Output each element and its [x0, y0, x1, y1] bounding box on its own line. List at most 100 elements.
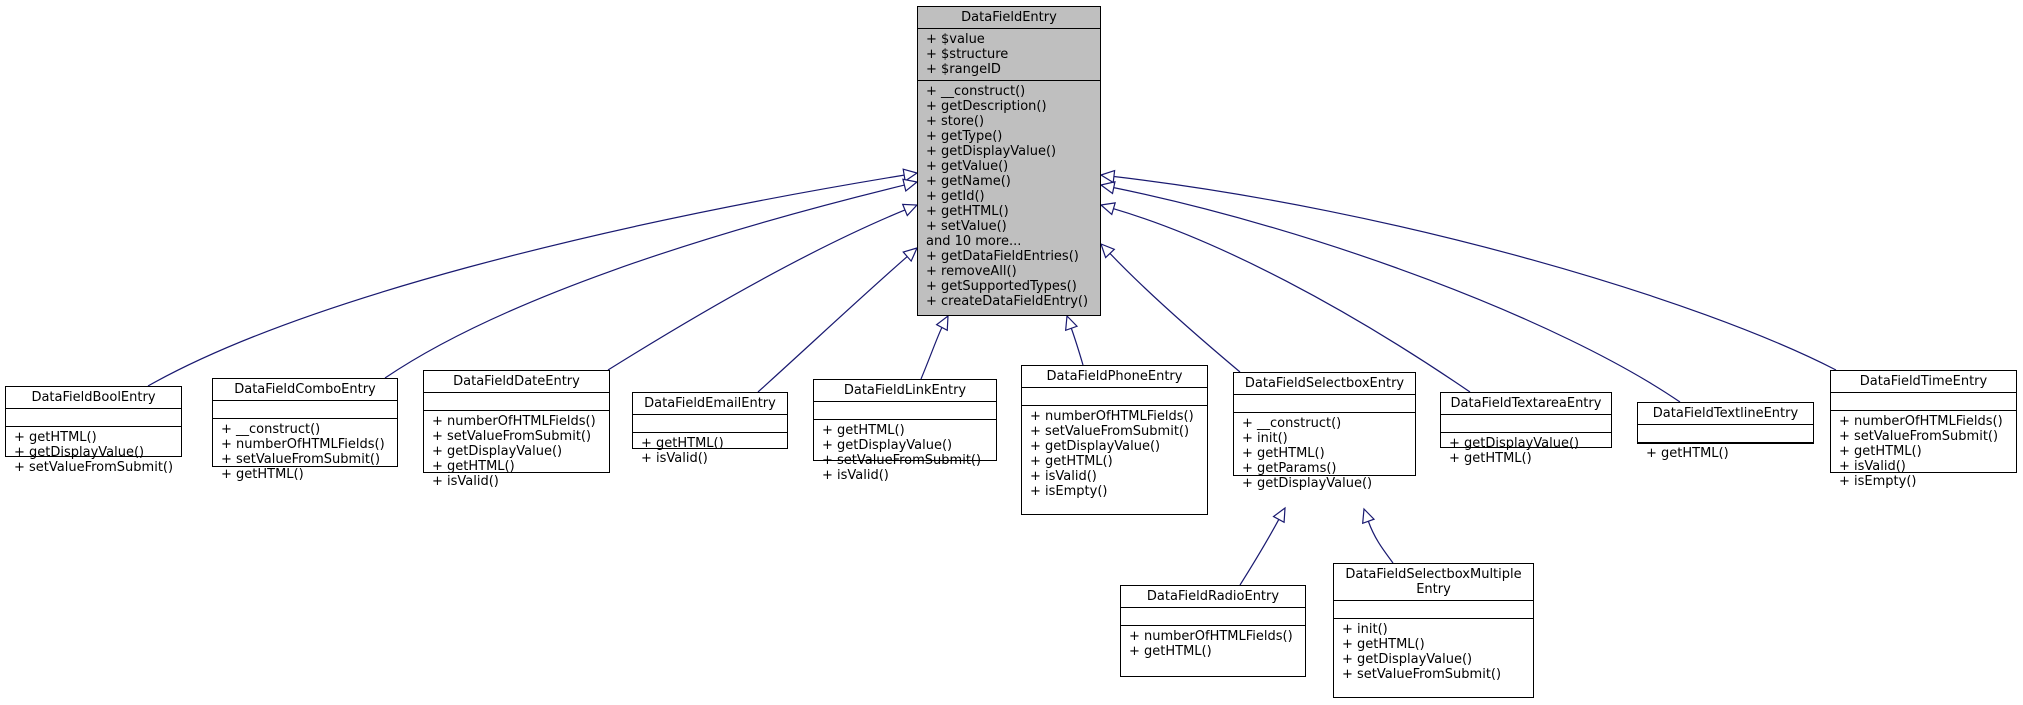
operation: + __construct() [221, 422, 321, 437]
class-name: DataFieldTextlineEntry [1638, 403, 1813, 425]
class-box-bool[interactable]: DataFieldBoolEntry+ getHTML()+ getDispla… [5, 386, 182, 475]
class-box-email[interactable]: DataFieldEmailEntry + getHTML()+ isValid(… [632, 392, 788, 466]
operation: + getHTML() [926, 204, 1009, 219]
inheritance-arrowhead-textline [1099, 180, 1116, 195]
class-operations: + getDisplayValue()+ getHTML() [1441, 433, 1611, 469]
class-box-textline[interactable]: DataFieldTextlineEntry + getHTML() [1637, 402, 1814, 461]
class-box-multi[interactable]: DataFieldSelectboxMultiple Entry + init()… [1333, 563, 1534, 698]
operation: + init() [1242, 431, 1288, 446]
inheritance-arrowhead-selectbox [1100, 242, 1116, 259]
operation: + getSupportedTypes() [926, 279, 1077, 294]
attribute: + $structure [926, 47, 1009, 62]
operation: + getDisplayValue() [926, 144, 1057, 159]
operation: + numberOfHTMLFields() [221, 437, 385, 452]
class-box-selectbox[interactable]: DataFieldSelectboxEntry+ __construct()+ … [1233, 372, 1416, 491]
operation: + setValueFromSubmit() [1030, 424, 1190, 439]
inheritance-edge-textline [1113, 187, 1681, 403]
inheritance-arrowhead-email [902, 247, 919, 263]
operation: + getDescription() [926, 99, 1047, 114]
inheritance-edge-multi [1367, 521, 1394, 564]
class-attributes [1022, 388, 1207, 406]
class-attributes [814, 402, 996, 420]
operation: + isValid() [1839, 459, 1906, 474]
class-attributes [213, 401, 397, 419]
operation: + getHTML() [1839, 444, 1922, 459]
class-name: DataFieldTextareaEntry [1441, 393, 1611, 415]
class-operations: + numberOfHTMLFields()+ setValueFromSubm… [1022, 406, 1207, 502]
inheritance-edge-email [757, 256, 908, 393]
class-operations: + __construct()+ numberOfHTMLFields()+ s… [213, 419, 397, 485]
operation: + init() [1342, 622, 1388, 637]
operation: + isEmpty() [1030, 484, 1108, 499]
class-box-textarea[interactable]: DataFieldTextareaEntry + getDisplayValue(… [1440, 392, 1612, 466]
class-name: DataFieldLinkEntry [814, 380, 996, 402]
operation: + getHTML() [641, 436, 724, 451]
class-attributes [424, 393, 609, 411]
class-box-date[interactable]: DataFieldDateEntry+ numberOfHTMLFields()… [423, 370, 610, 489]
inheritance-arrowhead-phone [1064, 314, 1079, 332]
operation: + getHTML() [822, 423, 905, 438]
operation: + isValid() [822, 468, 889, 483]
operation: + getHTML() [14, 430, 97, 445]
operation: + getHTML() [1129, 644, 1212, 659]
operation: + __construct() [1242, 416, 1342, 431]
operation: + setValueFromSubmit() [822, 453, 982, 468]
inheritance-edge-link [920, 327, 943, 380]
class-name: DataFieldEmailEntry [633, 393, 787, 415]
class-name: DataFieldSelectboxMultiple Entry [1334, 564, 1533, 601]
operation: + getDisplayValue() [1030, 439, 1161, 454]
class-box-link[interactable]: DataFieldLinkEntry + getHTML()+ getDispla… [813, 379, 997, 483]
class-attributes [1638, 425, 1813, 443]
operation: + getDisplayValue() [822, 438, 953, 453]
operation: + isValid() [1030, 469, 1097, 484]
class-operations: + getHTML()+ getDisplayValue()+ setValue… [814, 420, 996, 486]
operation: + getDataFieldEntries() [926, 249, 1079, 264]
class-name: DataFieldComboEntry [213, 379, 397, 401]
class-name: DataFieldSelectboxEntry [1234, 373, 1415, 395]
class-box-time[interactable]: DataFieldTimeEntry+ numberOfHTMLFields()… [1830, 370, 2017, 489]
operation: + setValueFromSubmit() [1839, 429, 1999, 444]
operation: + getHTML() [1242, 446, 1325, 461]
inheritance-edge-time [1113, 175, 1837, 371]
class-attributes [1234, 395, 1415, 413]
operation: and 10 more... [926, 234, 1022, 249]
inheritance-edge-radio [1239, 519, 1280, 586]
operation: + getType() [926, 129, 1003, 144]
operation: + isValid() [432, 474, 499, 489]
operation: + getId() [926, 189, 985, 204]
operation: + createDataFieldEntry() [926, 294, 1089, 309]
class-operations: + numberOfHTMLFields()+ getHTML() [1121, 626, 1305, 662]
operation: + getHTML() [1646, 446, 1729, 461]
class-operations: + __construct()+ getDescription()+ store… [918, 81, 1100, 312]
class-box-phone[interactable]: DataFieldPhoneEntry+ numberOfHTMLFields(… [1021, 365, 1208, 515]
class-box-base[interactable]: DataFieldEntry+ $value+ $structure+ $ran… [917, 6, 1101, 316]
class-attributes: + $value+ $structure+ $rangeID [918, 29, 1100, 81]
operation: + getHTML() [221, 467, 304, 482]
class-attributes [1441, 415, 1611, 433]
class-operations: + __construct()+ init()+ getHTML()+ getP… [1234, 413, 1415, 494]
operation: + getName() [926, 174, 1011, 189]
operation: + numberOfHTMLFields() [1839, 414, 2003, 429]
inheritance-arrowhead-multi [1362, 507, 1376, 525]
operation: + isEmpty() [1839, 474, 1917, 489]
class-name: DataFieldRadioEntry [1121, 586, 1305, 608]
operation: + getHTML() [1030, 454, 1113, 469]
operation: + removeAll() [926, 264, 1017, 279]
inheritance-arrowhead-link [935, 314, 949, 332]
class-operations: + numberOfHTMLFields()+ setValueFromSubm… [1831, 411, 2016, 492]
class-box-radio[interactable]: DataFieldRadioEntry + numberOfHTMLFields(… [1120, 585, 1306, 677]
inheritance-arrowhead-textarea [1099, 202, 1117, 216]
operation: + getValue() [926, 159, 1009, 174]
inheritance-arrowhead-combo [902, 178, 919, 192]
inheritance-edge-selectbox [1109, 253, 1241, 373]
inheritance-edge-textarea [1113, 208, 1471, 393]
operation: + getHTML() [1342, 637, 1425, 652]
inheritance-arrowhead-bool [902, 168, 919, 183]
attribute: + $rangeID [926, 62, 1001, 77]
operation: + getDisplayValue() [1449, 436, 1580, 451]
class-box-combo[interactable]: DataFieldComboEntry + __construct()+ numb… [212, 378, 398, 482]
operation: + getDisplayValue() [1242, 476, 1373, 491]
operation: + numberOfHTMLFields() [1030, 409, 1194, 424]
class-operations: + getHTML()+ isValid() [633, 433, 787, 469]
